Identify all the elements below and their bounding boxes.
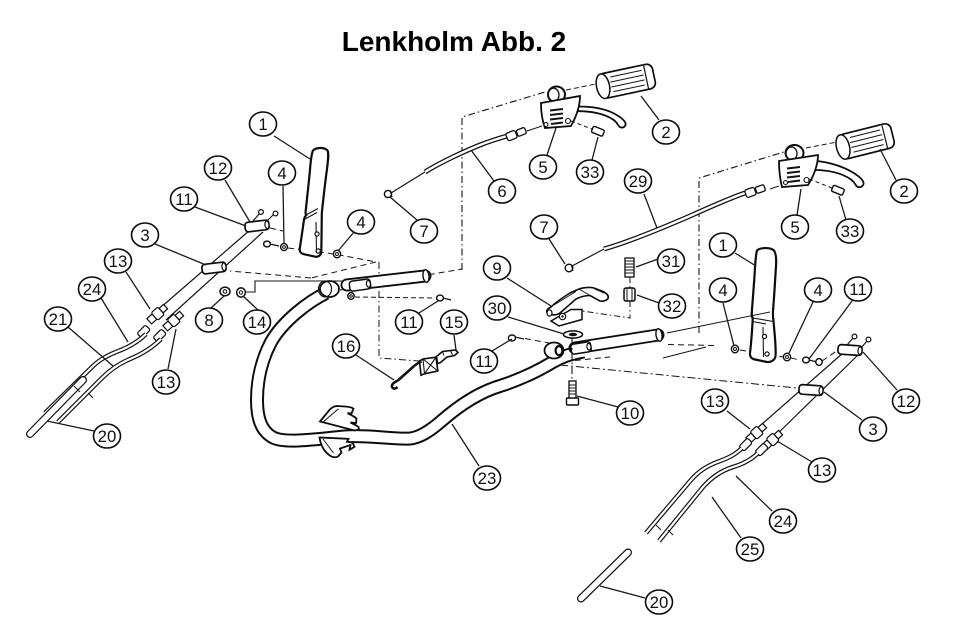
svg-text:4: 4 — [813, 281, 822, 300]
svg-text:12: 12 — [897, 392, 916, 411]
svg-text:6: 6 — [497, 182, 506, 201]
svg-text:4: 4 — [277, 164, 286, 183]
svg-text:5: 5 — [790, 218, 799, 237]
svg-text:33: 33 — [841, 222, 860, 241]
svg-text:24: 24 — [774, 512, 793, 531]
svg-text:14: 14 — [248, 313, 267, 332]
svg-text:13: 13 — [157, 373, 176, 392]
svg-text:23: 23 — [478, 469, 497, 488]
svg-text:8: 8 — [204, 311, 213, 330]
svg-text:33: 33 — [581, 163, 600, 182]
svg-text:2: 2 — [661, 123, 670, 142]
svg-text:13: 13 — [706, 392, 725, 411]
svg-text:5: 5 — [538, 158, 547, 177]
svg-text:24: 24 — [83, 280, 102, 299]
svg-text:Lenkholm Abb. 2: Lenkholm Abb. 2 — [342, 26, 567, 57]
svg-text:12: 12 — [209, 159, 228, 178]
svg-text:31: 31 — [662, 252, 681, 271]
svg-text:20: 20 — [650, 593, 669, 612]
svg-text:9: 9 — [492, 259, 501, 278]
svg-text:11: 11 — [400, 313, 417, 332]
svg-text:3: 3 — [868, 420, 877, 439]
svg-text:7: 7 — [419, 222, 428, 241]
svg-text:13: 13 — [813, 461, 832, 480]
svg-text:29: 29 — [629, 172, 648, 191]
svg-text:11: 11 — [175, 190, 192, 209]
svg-text:13: 13 — [109, 252, 128, 271]
svg-text:11: 11 — [849, 280, 866, 299]
svg-text:4: 4 — [356, 213, 365, 232]
svg-text:11: 11 — [475, 352, 492, 371]
svg-text:25: 25 — [741, 540, 760, 559]
svg-text:1: 1 — [718, 236, 727, 255]
svg-text:10: 10 — [621, 404, 640, 423]
svg-text:32: 32 — [663, 297, 682, 316]
svg-text:4: 4 — [718, 281, 727, 300]
svg-text:1: 1 — [258, 115, 267, 134]
svg-text:15: 15 — [445, 313, 464, 332]
svg-text:2: 2 — [899, 182, 908, 201]
svg-text:16: 16 — [337, 337, 356, 356]
svg-text:20: 20 — [98, 427, 117, 446]
svg-text:30: 30 — [488, 299, 507, 318]
svg-text:21: 21 — [49, 310, 68, 329]
svg-text:7: 7 — [539, 218, 548, 237]
svg-text:3: 3 — [140, 226, 149, 245]
